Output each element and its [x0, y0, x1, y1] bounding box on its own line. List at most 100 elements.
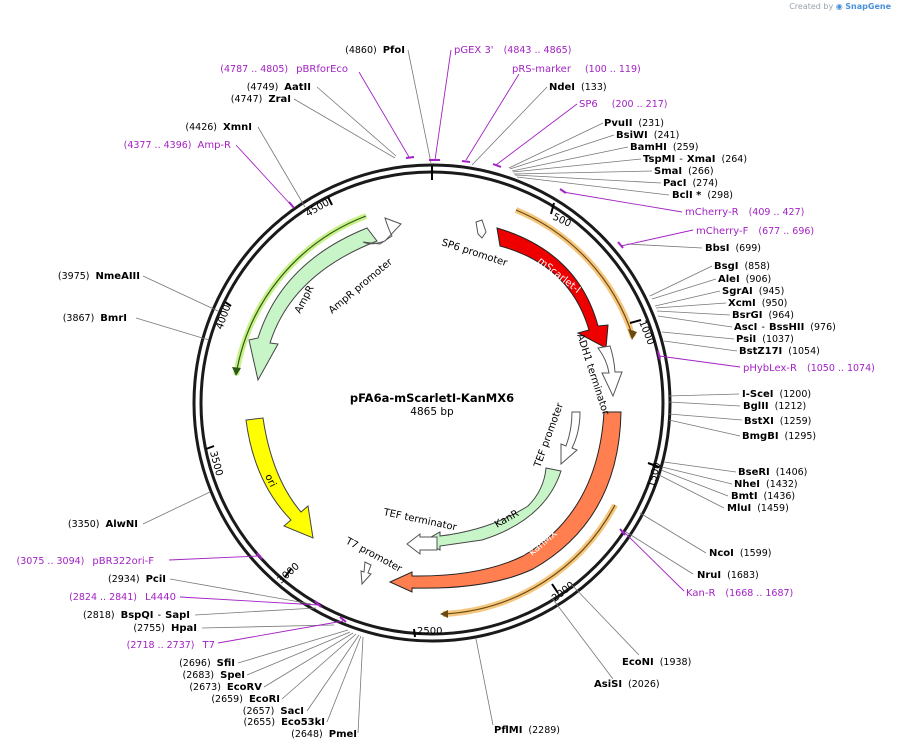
site-smai: SmaI(266)	[654, 166, 714, 177]
arrow-green-amp	[232, 367, 241, 376]
primer-l4440: (2824 .. 2841)L4440	[69, 592, 176, 603]
feature-t7prom-label: T7 promoter	[343, 535, 405, 575]
feature-tefterm-arrow	[406, 532, 438, 556]
site-bstz17i: BstZ17I(1054)	[739, 346, 820, 357]
primer-amp-r: (4377 .. 4396)Amp-R	[124, 140, 231, 151]
site-sgrai: SgrAI(945)	[722, 286, 784, 297]
site-bsrgi: BsrGI(964)	[732, 310, 794, 321]
credit-brand: SnapGene	[845, 2, 891, 11]
site-psii: PsiI(1037)	[736, 334, 794, 345]
site-pcii: (2934)PciI	[108, 574, 166, 585]
enzyme-labels-left: (4860)PfoI (4749)AatII (4747)ZraI (4426)…	[58, 45, 405, 740]
site-mlui: MluI(1459)	[727, 503, 789, 514]
primer-t7: (2718 .. 2737)T7	[127, 640, 215, 651]
site-asci: AscI-BssHII(976)	[734, 322, 836, 333]
site-asisi: AsiSI(2026)	[594, 679, 660, 690]
site-hpai: (2755)HpaI	[133, 623, 197, 634]
site-nhei: NheI(1432)	[734, 479, 798, 490]
site-alwni: (3350)AlwNI	[68, 519, 138, 530]
arrow-orange-bottom	[440, 610, 448, 618]
feature-kanr-arrow	[422, 467, 562, 551]
primer-sp6: SP6(200 .. 217)	[579, 99, 668, 110]
enzyme-leader-lines	[135, 49, 743, 734]
primer-mcherry-r: mCherry-R(409 .. 427)	[685, 207, 804, 218]
site-bstxi: BstXI(1259)	[744, 416, 811, 427]
snapgene-logo-icon: ◉	[835, 2, 843, 11]
primer-leader-lines	[168, 49, 741, 644]
site-spei: (2683)SpeI	[183, 670, 245, 681]
site-nrui: NruI(1683)	[697, 570, 759, 581]
primer-pbr322ori-f: (3075 .. 3094)pBR322ori-F	[17, 556, 155, 567]
feature-mscarlet-arrow	[496, 227, 609, 349]
line-orange-top	[515, 209, 634, 338]
site-eco53ki: (2655)Eco53kI	[243, 717, 325, 728]
site-ncoi: NcoI(1599)	[709, 548, 771, 559]
site-bseri: BseRI(1406)	[738, 467, 807, 478]
tick-1000: 1000	[636, 319, 656, 347]
feature-inner-lines	[232, 209, 637, 618]
site-pvuii: PvuII(231)	[604, 118, 664, 129]
site-bsgi: BsgI(858)	[714, 261, 770, 272]
site-econi: EcoNI(1938)	[622, 657, 691, 668]
feature-amprprom-label: AmpR promoter	[327, 256, 396, 316]
tick-4000: 4000	[214, 303, 233, 331]
site-bsiwi: BsiWI(241)	[616, 130, 679, 141]
site-bglii: BglII(1212)	[743, 401, 806, 412]
enzyme-labels-right: NdeI(133) PvuII(231) BsiWI(241) BamHI(25…	[494, 82, 836, 736]
feature-t7prom-arrow	[360, 561, 372, 586]
primer-mcherry-f: mCherry-F(677 .. 696)	[696, 226, 814, 237]
site-ecorv: (2673)EcoRV	[189, 682, 262, 693]
site-bspqi: (2818)BspQI-SapI	[83, 610, 190, 621]
primer-pgex3: pGEX 3'(4843 .. 4865)	[454, 45, 571, 56]
feature-tefprom-arrow	[560, 411, 581, 466]
site-ecori: (2659)EcoRI	[211, 694, 280, 705]
site-bbsi: BbsI(699)	[705, 243, 761, 254]
primer-markers	[256, 156, 661, 623]
site-i-scei: I-SceI(1200)	[742, 389, 811, 400]
arrow-orange-top	[628, 329, 637, 340]
tick-marks	[205, 166, 660, 638]
plasmid-size: 4865 bp	[410, 406, 454, 418]
tick-2500: 2500	[417, 626, 442, 637]
tick-1500: 1500	[646, 461, 663, 488]
snapgene-credit: Created by ◉ SnapGene	[789, 2, 891, 11]
site-pfoi: (4860)PfoI	[345, 45, 405, 56]
line-green-amp	[235, 215, 367, 376]
plasmid-name: pFA6a-mScarletI-KanMX6	[350, 391, 514, 405]
feature-ori-label: ori	[262, 472, 278, 489]
site-bmri: (3867)BmrI	[63, 313, 127, 324]
site-saci: (2657)SacI	[243, 706, 304, 717]
site-alei: AleI(906)	[718, 274, 771, 285]
primer-phyblex-r: pHybLex-R(1050 .. 1074)	[743, 363, 875, 374]
site-aatii: (4749)AatII	[247, 82, 311, 93]
feature-ori-arrow	[245, 417, 314, 539]
site-xmni: (4426)XmnI	[185, 122, 252, 133]
site-pflmi: PflMI(2289)	[494, 725, 560, 736]
site-nmeaiii: (3975)NmeAIII	[58, 271, 140, 282]
highlight-orange-top	[514, 207, 636, 338]
credit-prefix: Created by	[789, 2, 834, 11]
site-xcmi: XcmI(950)	[728, 298, 787, 309]
feature-sp6prom-arrow	[475, 219, 487, 239]
site-paci: PacI(274)	[663, 178, 718, 189]
primer-labels: pGEX 3'(4843 .. 4865) pRS-marker(100 .. …	[17, 45, 875, 651]
primer-pbrforeco: (4787 .. 4805)pBRforEco	[220, 64, 348, 75]
site-pmei: (2648)PmeI	[291, 729, 357, 740]
site-ndei: NdeI(133)	[549, 82, 607, 93]
line-orange-bottom	[442, 504, 616, 615]
feature-adh1-arrow	[597, 345, 623, 398]
site-bmgbi: BmgBI(1295)	[742, 431, 816, 442]
features: mScarlet-I kanMX KanR AmpR ori AmpR prom…	[245, 217, 623, 593]
feature-tefterm-label: TEF terminator	[381, 507, 458, 534]
primer-prs-marker: pRS-marker(100 .. 119)	[512, 64, 641, 75]
site-bamhi: BamHI(259)	[630, 142, 698, 153]
site-sfii: (2696)SfiI	[179, 658, 235, 669]
site-zrai: (4747)ZraI	[231, 94, 291, 105]
feature-ampr-arrow	[248, 227, 378, 382]
feature-kanmx-arrow	[388, 411, 622, 593]
feature-amprprom-arrow	[362, 217, 402, 245]
site-bcli: BclI *(298)	[672, 190, 733, 201]
primer-kan-r: Kan-R(1668 .. 1687)	[686, 588, 793, 599]
site-tspmi: TspMI-XmaI(264)	[643, 154, 747, 165]
